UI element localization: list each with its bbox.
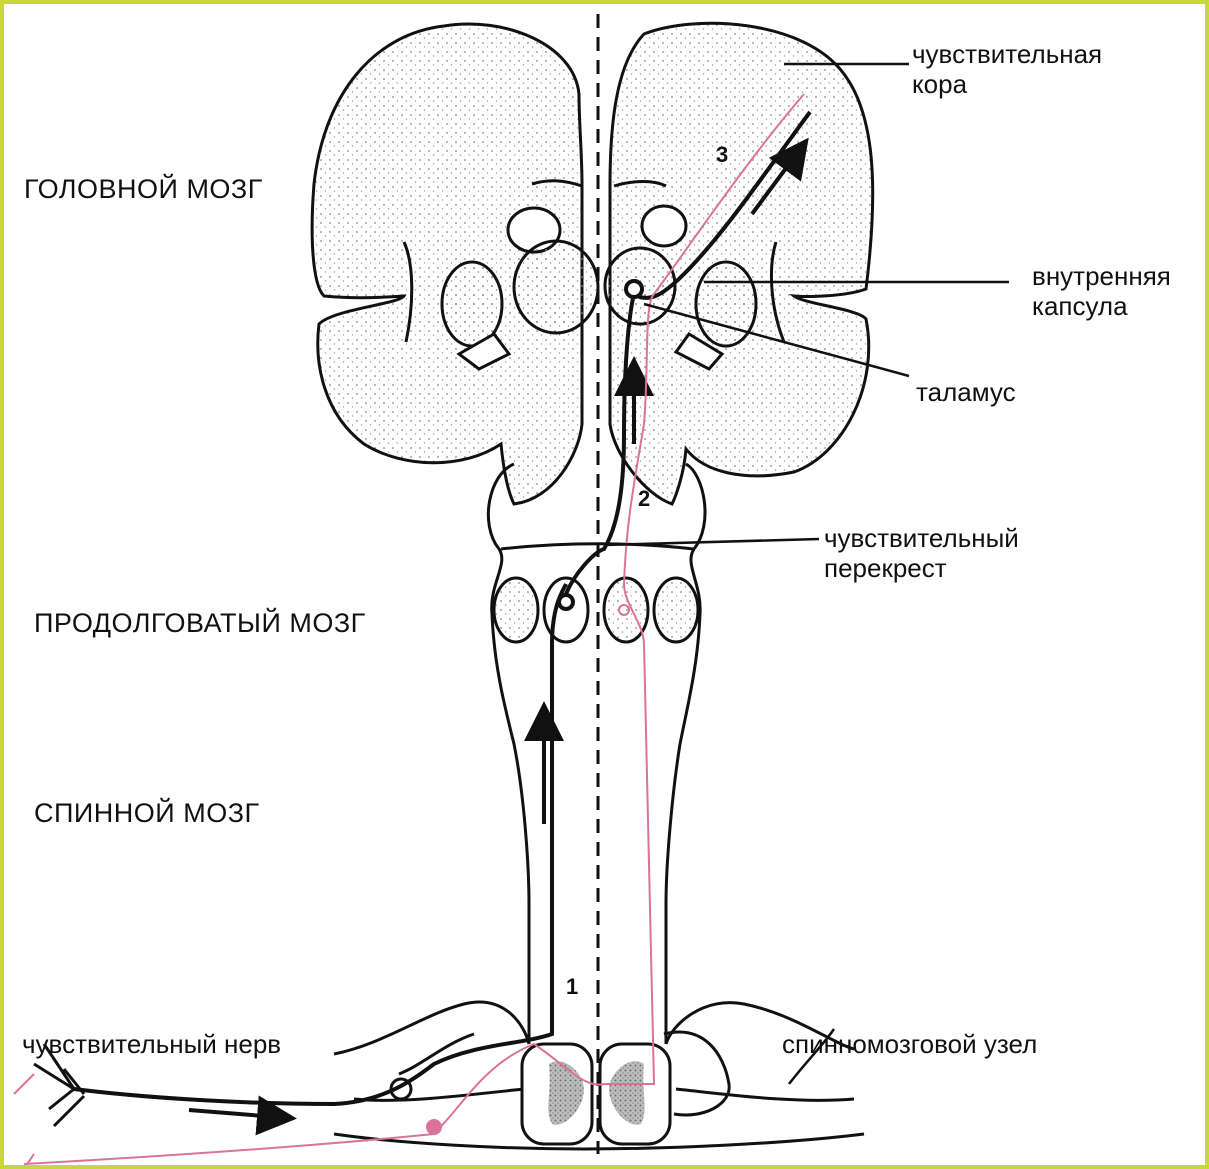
label-internal-capsule-line2: капсула xyxy=(1032,292,1171,322)
label-sensory-cortex-line1: чувствительная xyxy=(912,40,1102,70)
label-internal-capsule-line1: внутренняя xyxy=(1032,262,1171,292)
neuron-number-2: 2 xyxy=(638,486,650,511)
label-sensory-decussation: чувствительный перекрест xyxy=(824,524,1019,584)
label-spinal-cord: СПИННОЙ МОЗГ xyxy=(34,798,260,829)
label-sensory-cortex-line2: кора xyxy=(912,70,1102,100)
neuron-number-3: 3 xyxy=(716,142,728,167)
label-internal-capsule: внутренняя капсула xyxy=(1032,262,1171,322)
label-thalamus: таламус xyxy=(916,378,1016,408)
label-sensory-nerve: чувствительный нерв xyxy=(22,1030,281,1060)
label-brain: ГОЛОВНОЙ МОЗГ xyxy=(24,174,263,205)
label-medulla: ПРОДОЛГОВАТЫЙ МОЗГ xyxy=(34,608,366,639)
label-spinal-ganglion: спинномозговой узел xyxy=(782,1030,1037,1060)
neuron-number-1: 1 xyxy=(566,974,578,999)
label-sensory-decussation-line1: чувствительный xyxy=(824,524,1019,554)
label-sensory-decussation-line2: перекрест xyxy=(824,554,1019,584)
label-sensory-cortex: чувствительная кора xyxy=(912,40,1102,100)
